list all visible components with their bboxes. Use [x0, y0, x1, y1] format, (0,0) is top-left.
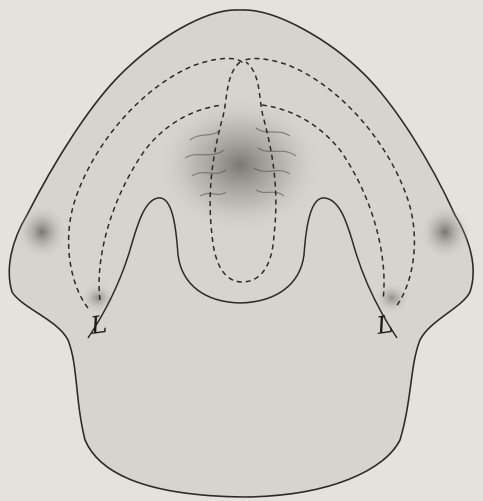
- left-side-shading: [16, 204, 68, 260]
- right-side-shading: [419, 204, 471, 260]
